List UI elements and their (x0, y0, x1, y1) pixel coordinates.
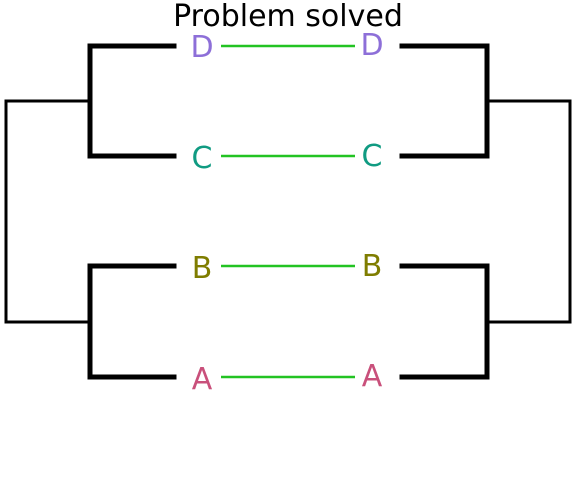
right-bracket-upper (399, 43, 490, 159)
right-label-d: D (360, 28, 383, 63)
right-label-b: B (362, 249, 383, 284)
left-bracket-lower (87, 263, 177, 380)
left-label-b: B (192, 251, 213, 286)
node-row-b: B B (192, 249, 383, 286)
right-bracket-lower (399, 263, 490, 380)
left-label-c: C (192, 141, 213, 176)
left-bracket-upper (87, 43, 177, 159)
right-label-a: A (362, 359, 383, 394)
node-row-c: C C (192, 139, 383, 176)
right-root-connector (487, 99, 572, 324)
diagram-title: Problem solved (173, 0, 403, 34)
right-label-c: C (362, 139, 383, 174)
left-root-connector (4, 99, 90, 324)
left-label-a: A (192, 362, 213, 397)
node-row-a: A A (192, 359, 383, 397)
node-row-d: D D (190, 28, 383, 65)
left-label-d: D (190, 30, 213, 65)
